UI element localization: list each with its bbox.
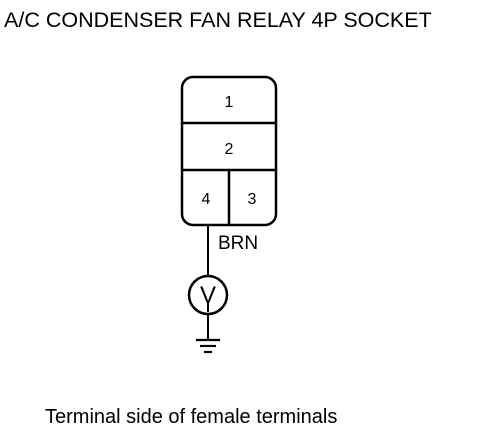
terminal-2-label: 2 — [225, 141, 234, 158]
terminal-3-label: 3 — [248, 191, 257, 208]
voltmeter-icon: V — [187, 274, 229, 316]
terminal-4-label: 4 — [202, 191, 211, 208]
ground-icon — [196, 338, 220, 354]
terminal-1-label: 1 — [225, 94, 234, 111]
relay-socket — [180, 75, 278, 227]
wire-color-label: BRN — [218, 233, 258, 254]
diagram-title: A/C CONDENSER FAN RELAY 4P SOCKET — [4, 8, 432, 32]
voltmeter-symbol: V — [200, 282, 216, 309]
diagram-caption: Terminal side of female terminals — [45, 406, 337, 428]
